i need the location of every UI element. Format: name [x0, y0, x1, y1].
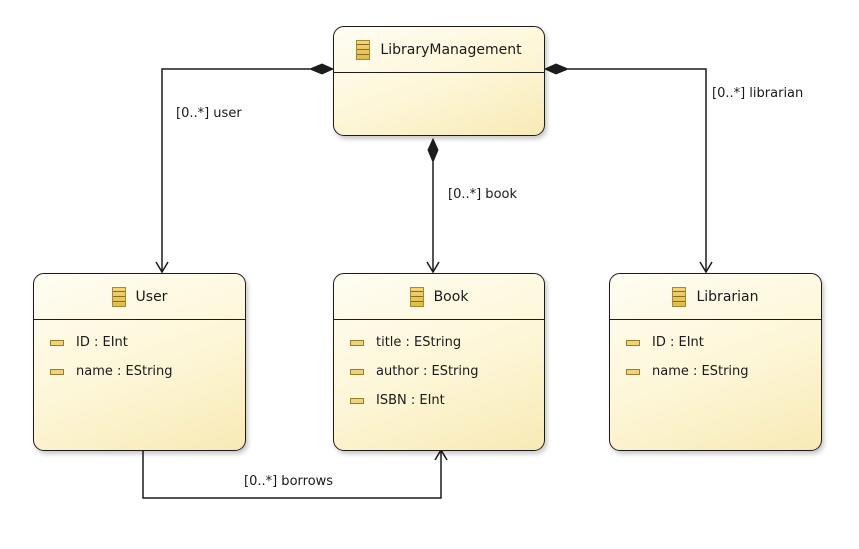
- attribute-icon: [626, 368, 640, 375]
- attribute-label: name : EString: [652, 364, 749, 379]
- class-header: User: [34, 274, 245, 320]
- attribute-icon: [350, 339, 364, 346]
- composition-diamond-user: [308, 63, 335, 75]
- edge-librarian[interactable]: [568, 68, 707, 272]
- attribute-label: ISBN : EInt: [376, 393, 445, 408]
- label-user-reference: [0..*] user: [176, 106, 242, 121]
- class-name: LibraryManagement: [380, 41, 522, 58]
- class-librarian[interactable]: Librarian ID : EInt name : EString: [609, 273, 822, 451]
- attribute-item[interactable]: author : EString: [334, 357, 544, 386]
- attribute-list: ID : EInt name : EString: [610, 320, 821, 386]
- edge-user-arrowhead: [155, 261, 169, 274]
- label-librarian-reference: [0..*] librarian: [712, 86, 804, 101]
- composition-diamond-book: [427, 137, 439, 164]
- class-book[interactable]: Book title : EString author : EString IS…: [333, 273, 545, 451]
- attribute-icon: [50, 368, 64, 375]
- edge-borrows[interactable]: [142, 450, 442, 499]
- attribute-item[interactable]: ISBN : EInt: [334, 386, 544, 415]
- attribute-item[interactable]: title : EString: [334, 328, 544, 357]
- attribute-icon: [50, 339, 64, 346]
- attribute-item[interactable]: ID : EInt: [34, 328, 245, 357]
- class-header: Librarian: [610, 274, 821, 320]
- class-icon: [672, 286, 687, 307]
- attribute-label: name : EString: [76, 364, 173, 379]
- attribute-list: title : EString author : EString ISBN : …: [334, 320, 544, 415]
- attribute-icon: [626, 339, 640, 346]
- class-icon: [111, 286, 126, 307]
- attribute-label: author : EString: [376, 364, 479, 379]
- edge-librarian-arrowhead: [699, 261, 713, 274]
- label-borrows-reference: [0..*] borrows: [244, 474, 334, 489]
- edge-user[interactable]: [161, 68, 310, 272]
- attribute-icon: [350, 397, 364, 404]
- attribute-item[interactable]: name : EString: [610, 357, 821, 386]
- class-icon: [409, 286, 424, 307]
- composition-diamond-librarian: [543, 63, 570, 75]
- attribute-list: ID : EInt name : EString: [34, 320, 245, 386]
- attribute-icon: [350, 368, 364, 375]
- class-library-management[interactable]: LibraryManagement: [333, 26, 545, 136]
- label-book-reference: [0..*] book: [448, 187, 517, 202]
- class-icon: [356, 39, 371, 60]
- attribute-item[interactable]: ID : EInt: [610, 328, 821, 357]
- class-header: Book: [334, 274, 544, 320]
- class-name: Librarian: [696, 288, 759, 305]
- attribute-item[interactable]: name : EString: [34, 357, 245, 386]
- class-user[interactable]: User ID : EInt name : EString: [33, 273, 246, 451]
- attribute-label: ID : EInt: [76, 335, 128, 350]
- attribute-label: title : EString: [376, 335, 462, 350]
- class-name: Book: [433, 288, 469, 305]
- attribute-label: ID : EInt: [652, 335, 704, 350]
- class-name: User: [135, 288, 168, 305]
- edge-book-arrowhead: [426, 261, 440, 274]
- class-header: LibraryManagement: [334, 27, 544, 73]
